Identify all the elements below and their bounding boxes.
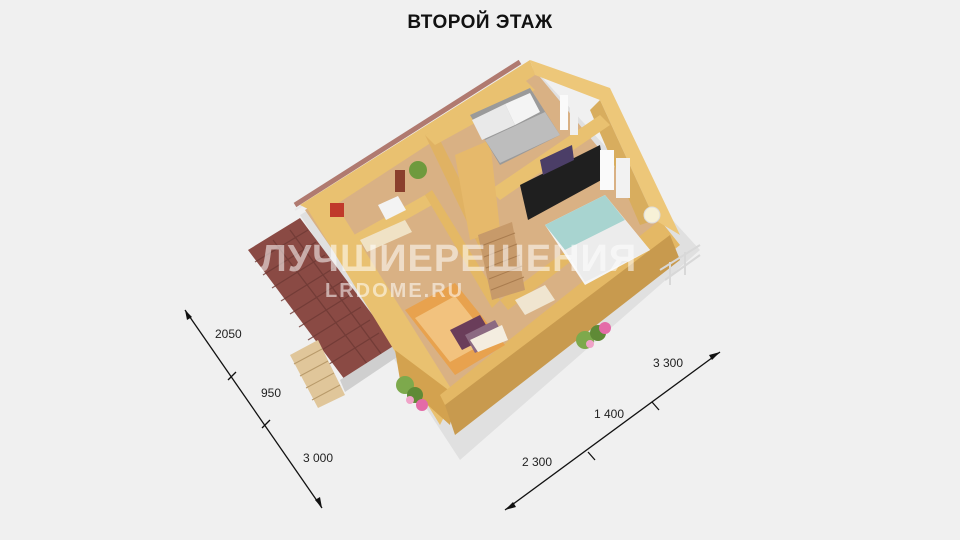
bedroom-top <box>470 88 578 165</box>
bedroom-right <box>545 195 661 285</box>
dimension-left-bottom: 3 000 <box>303 451 334 465</box>
outer-walls <box>300 60 680 435</box>
staircase <box>478 222 525 300</box>
dimension-right-bottom: 2 300 <box>522 455 553 469</box>
living-room <box>405 283 555 375</box>
dimension-line-left <box>184 309 323 509</box>
watermark-line2: LRDOME.RU <box>325 280 465 302</box>
watermark-line1: ЛУЧШИЕРЕШЕНИЯ <box>260 238 638 280</box>
porch-roof <box>248 218 400 392</box>
porch-steps <box>290 340 345 408</box>
dimension-right-total: 3 300 <box>653 356 684 370</box>
side-railing <box>659 244 701 285</box>
media-wall <box>520 145 630 220</box>
dimension-right-middle: 1 400 <box>594 407 625 421</box>
small-room <box>330 161 427 252</box>
floor-title: ВТОРОЙ ЭТАЖ <box>407 12 553 33</box>
plant-bush-left <box>396 376 428 411</box>
dimension-left-total: 2050 <box>215 327 242 341</box>
dimension-line-right <box>504 351 721 511</box>
plant-bush-right <box>576 322 611 349</box>
dimension-left-middle: 950 <box>261 386 282 400</box>
